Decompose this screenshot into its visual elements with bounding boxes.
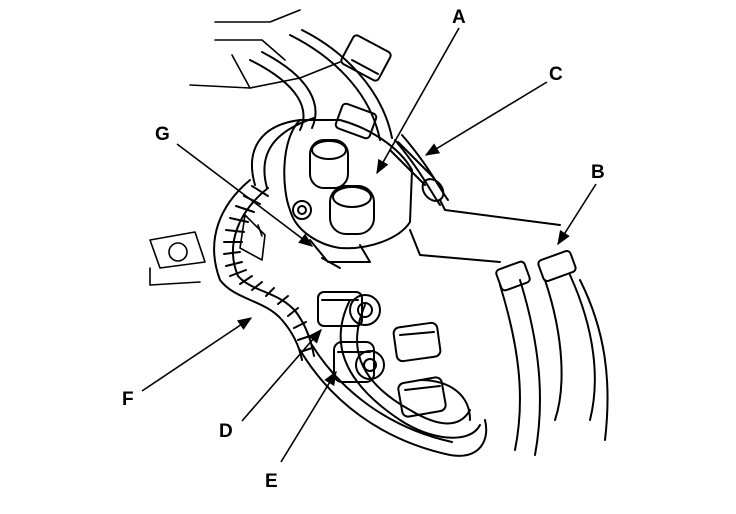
wiring-harness (249, 29, 488, 457)
tube-c (389, 141, 561, 226)
callout-d: D (219, 421, 233, 442)
callout-e: E (265, 471, 278, 492)
leader-e (280, 370, 337, 463)
connector-top (334, 34, 392, 140)
connector-right (392, 321, 447, 418)
leader-a (376, 27, 460, 175)
leader-g (176, 143, 314, 247)
engine-body-outline (149, 9, 341, 286)
callout-leaders (141, 27, 597, 463)
solenoid-valve-assembly (283, 119, 413, 269)
hoses-with-clamps (409, 229, 609, 456)
leader-c (424, 81, 548, 156)
leader-f (141, 317, 253, 392)
callout-a: A (452, 7, 466, 28)
leader-b (557, 183, 597, 246)
leader-d (241, 328, 322, 422)
sensor-e (333, 341, 385, 383)
callout-b: B (591, 162, 605, 183)
callout-f: F (122, 389, 134, 410)
sensor-d (317, 291, 381, 327)
callout-g: G (155, 124, 170, 145)
callout-labels: A B C D E F G (122, 7, 605, 492)
callout-c: C (549, 64, 563, 85)
